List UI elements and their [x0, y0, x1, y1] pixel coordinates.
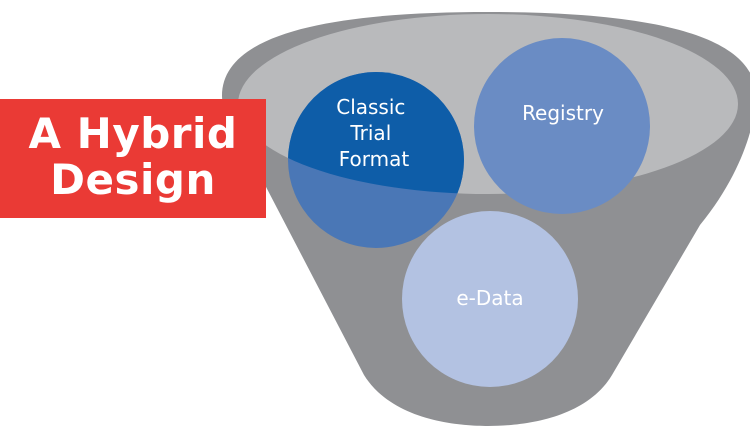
edata-circle [402, 211, 578, 387]
registry-label: Registry [522, 101, 604, 125]
classic-label-line2: Trial [349, 121, 391, 145]
hybrid-design-label-line2: Design [50, 154, 216, 204]
hybrid-design-label: A Hybrid Design [0, 99, 266, 218]
classic-label: Classic Trial Format [336, 95, 412, 171]
hybrid-design-label-line1: A Hybrid [28, 108, 238, 158]
classic-label-line1: Classic [336, 95, 405, 119]
edata-label: e-Data [456, 286, 523, 310]
registry-circle [474, 38, 650, 214]
classic-label-line3: Format [339, 147, 410, 171]
classic-trial-circle-rim-overlap [288, 72, 464, 194]
